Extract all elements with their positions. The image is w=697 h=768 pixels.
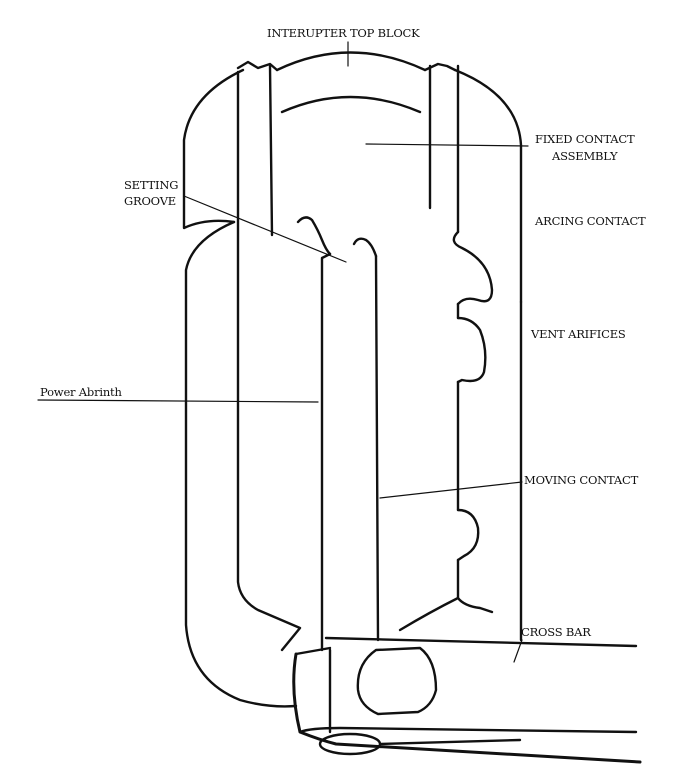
cross-bar	[292, 636, 642, 764]
fixed-contact-assembly	[296, 216, 494, 632]
label-fixed-contact-line2: ASSEMBLY	[551, 149, 618, 163]
leader-lines	[37, 41, 529, 663]
label-interrupter-top-block: INTERUPTER TOP BLOCK	[267, 26, 420, 40]
label-moving-contact: MOVING CONTACT	[524, 473, 639, 487]
label-power-abrinth: Power Abrinth	[40, 385, 122, 399]
moving-contact-rod	[320, 252, 380, 652]
label-fixed-contact-line1: FIXED CONTACT	[535, 132, 635, 146]
label-setting-groove-line1: SETTING	[124, 178, 178, 192]
label-vent-orifices: VENT ARIFICES	[530, 327, 626, 341]
label-arcing-contact: ARCING CONTACT	[534, 214, 646, 228]
interrupter-housing	[182, 51, 523, 708]
label-cross-bar: CROSS BAR	[521, 625, 591, 639]
label-setting-groove-line2: GROOVE	[124, 194, 176, 208]
labels: INTERUPTER TOP BLOCK FIXED CONTACT ASSEM…	[40, 26, 646, 639]
